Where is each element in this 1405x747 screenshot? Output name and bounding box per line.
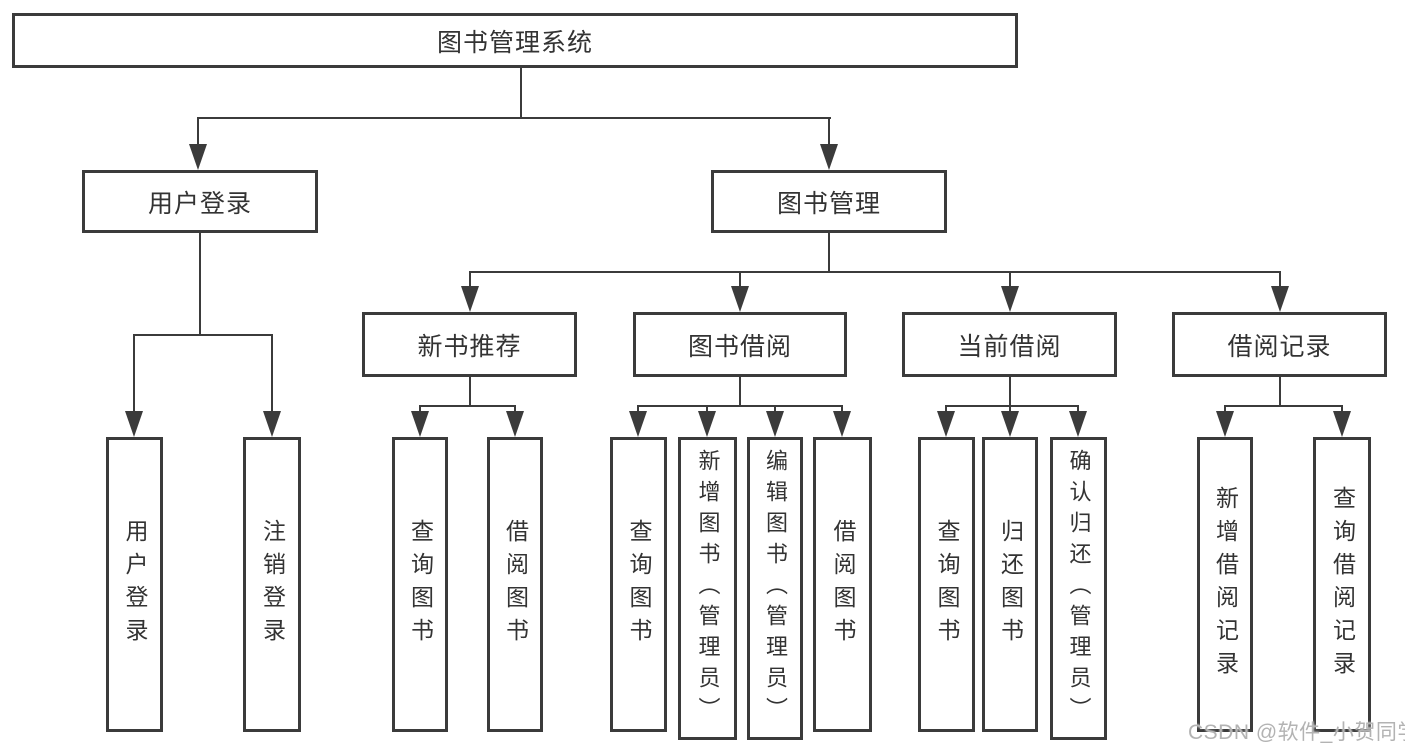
leaf-label: 编辑图书（管理员） [763, 449, 788, 728]
leaf-query-books-3: 查询图书 [918, 437, 975, 732]
connector-line [739, 377, 741, 406]
leaf-label: 注销登录 [259, 518, 286, 651]
arrow-down-icon [1271, 286, 1289, 312]
leaf-query-books-2: 查询图书 [610, 437, 667, 732]
node-user-login: 用户登录 [82, 170, 318, 233]
connector-line [828, 117, 830, 147]
arrow-down-icon [1069, 411, 1087, 437]
connector-line [828, 233, 830, 273]
arrow-down-icon [1216, 411, 1234, 437]
connector-line [469, 377, 471, 406]
arrow-down-icon [189, 144, 207, 170]
connector-line [1077, 405, 1079, 415]
csdn-watermark: CSDN @软件_小贺同学 [1188, 721, 1405, 744]
connector-line [945, 405, 947, 415]
connector-line [199, 233, 201, 336]
arrow-down-icon [820, 144, 838, 170]
leaf-logout: 注销登录 [243, 437, 301, 732]
leaf-label: 借阅图书 [502, 518, 529, 651]
connector-line [706, 405, 708, 415]
arrow-down-icon [1333, 411, 1351, 437]
connector-line [1279, 377, 1281, 406]
leaf-add-books-admin: 新增图书（管理员） [678, 437, 737, 740]
connector-line [133, 334, 135, 414]
connector-line [1341, 405, 1343, 415]
node-label: 图书管理 [776, 189, 881, 218]
arrow-down-icon [766, 411, 784, 437]
arrow-down-icon [125, 411, 143, 437]
connector-line [1009, 271, 1011, 289]
connector-line [739, 271, 741, 289]
connector-line [469, 271, 1281, 273]
connector-line [1224, 405, 1342, 407]
leaf-label: 确认归还（管理员） [1066, 449, 1092, 728]
connector-line [945, 405, 1079, 407]
leaf-label: 查询借阅记录 [1329, 485, 1356, 684]
connector-line [271, 334, 273, 414]
connector-line [637, 405, 639, 415]
arrow-down-icon [833, 411, 851, 437]
connector-line [1224, 405, 1226, 415]
connector-line [133, 334, 273, 336]
leaf-borrow-books-1: 借阅图书 [487, 437, 543, 732]
connector-line [1279, 271, 1281, 289]
arrow-down-icon [461, 286, 479, 312]
arrow-down-icon [1001, 286, 1019, 312]
leaf-label: 借阅图书 [830, 518, 856, 651]
leaf-borrow-books-2: 借阅图书 [813, 437, 872, 732]
leaf-label: 查询图书 [934, 518, 960, 651]
node-root-library-system: 图书管理系统 [12, 13, 1018, 68]
node-current-borrow: 当前借阅 [902, 312, 1117, 377]
node-label: 新书推荐 [417, 332, 522, 361]
node-label: 借阅记录 [1227, 332, 1332, 361]
leaf-label: 用户登录 [122, 518, 148, 651]
node-book-borrow: 图书借阅 [633, 312, 847, 377]
leaf-confirm-return-admin: 确认归还（管理员） [1050, 437, 1107, 740]
connector-line [419, 405, 516, 407]
node-label: 图书管理系统 [436, 28, 593, 57]
arrow-down-icon [629, 411, 647, 437]
arrow-down-icon [731, 286, 749, 312]
leaf-edit-books-admin: 编辑图书（管理员） [747, 437, 803, 740]
connector-line [1009, 377, 1011, 406]
leaf-label: 新增图书（管理员） [695, 449, 721, 728]
arrow-down-icon [698, 411, 716, 437]
arrow-down-icon [506, 411, 524, 437]
arrow-down-icon [1001, 411, 1019, 437]
connector-line [469, 271, 471, 289]
arrow-down-icon [263, 411, 281, 437]
connector-line [514, 405, 516, 415]
leaf-label: 查询图书 [626, 518, 652, 651]
node-new-book-recommend: 新书推荐 [362, 312, 577, 377]
connector-line [1009, 405, 1011, 415]
leaf-query-books-1: 查询图书 [392, 437, 448, 732]
node-label: 当前借阅 [957, 332, 1062, 361]
connector-line [197, 117, 831, 119]
connector-line [520, 68, 522, 119]
leaf-label: 查询图书 [407, 518, 434, 651]
leaf-label: 归还图书 [997, 518, 1024, 651]
connector-line [419, 405, 421, 415]
node-label: 用户登录 [147, 189, 252, 218]
arrow-down-icon [411, 411, 429, 437]
leaf-label: 新增借阅记录 [1212, 485, 1239, 684]
leaf-user-login: 用户登录 [106, 437, 163, 732]
node-borrow-records: 借阅记录 [1172, 312, 1387, 377]
connector-line [197, 117, 199, 147]
node-label: 图书借阅 [687, 332, 792, 361]
arrow-down-icon [937, 411, 955, 437]
leaf-return-books: 归还图书 [982, 437, 1038, 732]
node-book-management: 图书管理 [711, 170, 947, 233]
connector-line [841, 405, 843, 415]
connector-line [774, 405, 776, 415]
leaf-query-borrow-record: 查询借阅记录 [1313, 437, 1371, 732]
leaf-add-borrow-record: 新增借阅记录 [1197, 437, 1253, 732]
connector-line [637, 405, 843, 407]
